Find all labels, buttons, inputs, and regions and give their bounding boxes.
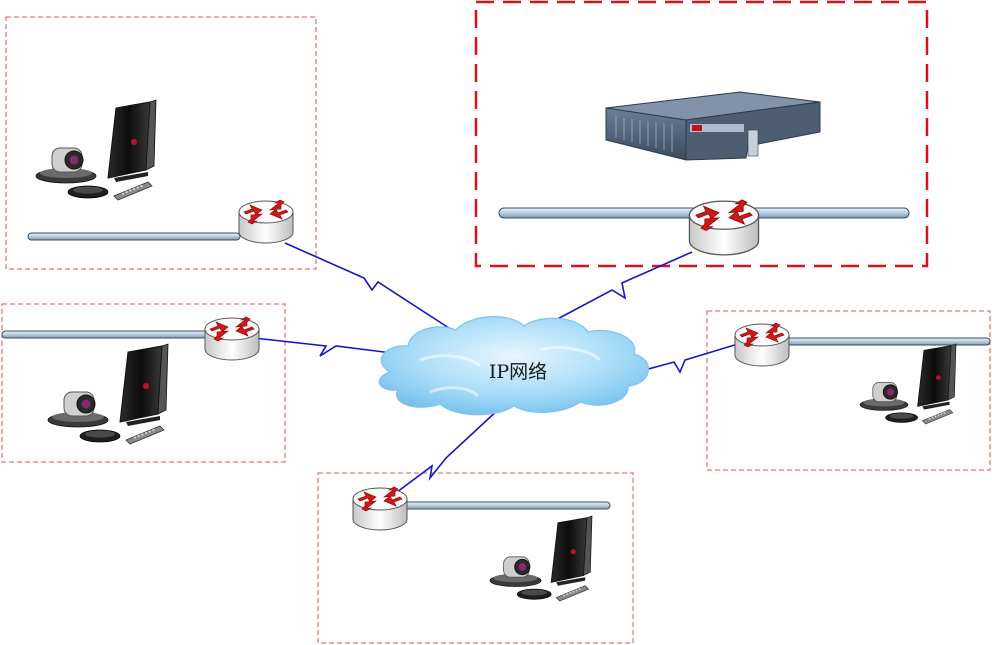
wan-link-bottom [392,407,501,496]
site-frame-server [474,0,929,268]
lan-bar-right [783,337,991,346]
ip-network-cloud-icon [378,316,650,416]
video-endpoint-top-left [35,99,157,201]
video-endpoint-bottom [489,515,593,602]
router-icon-top-left [238,199,294,244]
wan-links [253,242,739,496]
router-icon-server [688,199,760,256]
lan-bar-top-left [27,232,241,241]
router-icon-middle-left [204,316,260,361]
video-endpoint-middle-left [47,343,169,445]
wan-link-right [607,343,739,381]
wan-link-top-left [284,242,453,331]
site-frame-middle-left [1,303,286,463]
wan-link-server [517,251,693,341]
wan-link-middle-left [253,337,409,357]
site-frame-top-left [5,16,317,270]
mcu-server-icon [605,91,821,161]
lan-bar-middle-left [1,330,209,339]
cloud-label: IP网络 [489,361,547,383]
video-endpoint-right [859,343,957,425]
router-icon-bottom [352,486,408,531]
site-frame-right [706,310,991,471]
router-icon-right [734,322,790,367]
site-frame-bottom [317,472,634,644]
lan-bar-bottom [403,501,611,510]
